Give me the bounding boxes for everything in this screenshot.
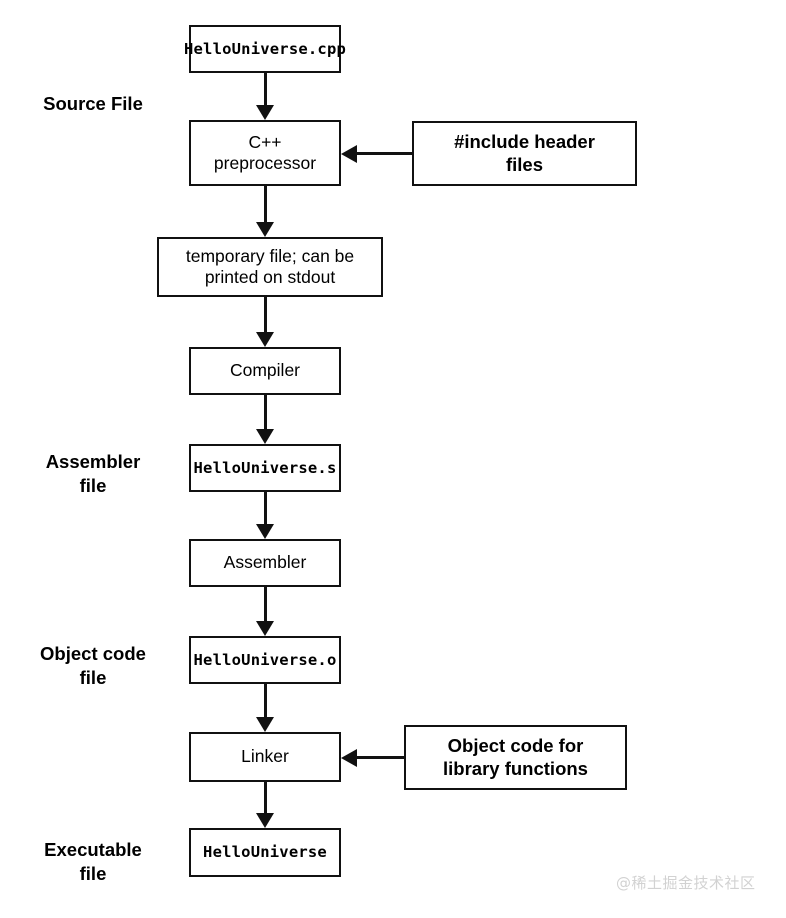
node-temporary-file[interactable]: temporary file; can be printed on stdout <box>157 237 383 297</box>
edge-library-objects-to-linker-line <box>357 756 406 759</box>
node-object-file[interactable]: HelloUniverse.o <box>189 636 341 684</box>
edge-object-file-to-linker-arrow <box>256 717 274 732</box>
node-preprocessor-label: C++ preprocessor <box>213 131 317 173</box>
node-assembler-label: Assembler <box>223 552 307 573</box>
stage-label-assembler-file: Assembler file <box>45 451 141 496</box>
stage-label-object-code-file: Object code file <box>40 643 146 688</box>
edge-compiler-to-assembly-file-line <box>263 395 267 430</box>
edge-assembly-file-to-assembler-arrow <box>256 524 274 539</box>
node-temporary-file-label: temporary file; can be printed on stdout <box>185 245 355 287</box>
edge-preprocessor-to-temporary-file-arrow <box>256 222 274 237</box>
edge-linker-to-executable-file-line <box>263 782 267 814</box>
node-linker[interactable]: Linker <box>189 732 341 782</box>
edge-include-headers-to-preprocessor-line <box>357 152 414 155</box>
node-library-objects[interactable]: Object code for library functions <box>404 725 627 790</box>
node-assembly-file[interactable]: HelloUniverse.s <box>189 444 341 492</box>
node-include-headers[interactable]: #include header files <box>412 121 637 186</box>
edge-linker-to-executable-file-arrow <box>256 813 274 828</box>
edge-library-objects-to-linker-arrow <box>341 748 357 767</box>
node-compiler[interactable]: Compiler <box>189 347 341 395</box>
edge-temporary-file-to-compiler-line <box>263 297 267 333</box>
node-assembler[interactable]: Assembler <box>189 539 341 587</box>
node-object-file-label: HelloUniverse.o <box>193 650 337 669</box>
stage-label-executable-file: Executable file <box>44 839 142 884</box>
edge-assembly-file-to-assembler-line <box>263 492 267 525</box>
node-executable-file-label: HelloUniverse <box>203 843 327 862</box>
edge-preprocessor-to-temporary-file-line <box>263 186 267 223</box>
edge-compiler-to-assembly-file-arrow <box>256 429 274 444</box>
edge-assembler-to-object-file-arrow <box>256 621 274 636</box>
watermark: @稀土掘金技术社区 <box>616 874 756 892</box>
edge-temporary-file-to-compiler-arrow <box>256 332 274 347</box>
edge-source-file-to-preprocessor-line <box>263 73 267 107</box>
node-source-file[interactable]: HelloUniverse.cpp <box>184 25 346 73</box>
node-library-objects-label: Object code for library functions <box>443 734 588 779</box>
edge-source-file-to-preprocessor-arrow <box>256 105 274 120</box>
node-linker-label: Linker <box>241 746 289 767</box>
node-compiler-label: Compiler <box>229 360 301 381</box>
node-include-headers-label: #include header files <box>454 130 595 175</box>
stage-label-source-file: Source File <box>43 93 143 114</box>
node-executable-file[interactable]: HelloUniverse <box>189 828 341 877</box>
node-source-file-label: HelloUniverse.cpp <box>183 39 347 58</box>
edge-object-file-to-linker-line <box>263 684 267 717</box>
node-assembly-file-label: HelloUniverse.s <box>193 458 337 477</box>
edge-include-headers-to-preprocessor-arrow <box>341 144 357 163</box>
edge-assembler-to-object-file-line <box>263 587 267 621</box>
node-preprocessor[interactable]: C++ preprocessor <box>189 120 341 186</box>
